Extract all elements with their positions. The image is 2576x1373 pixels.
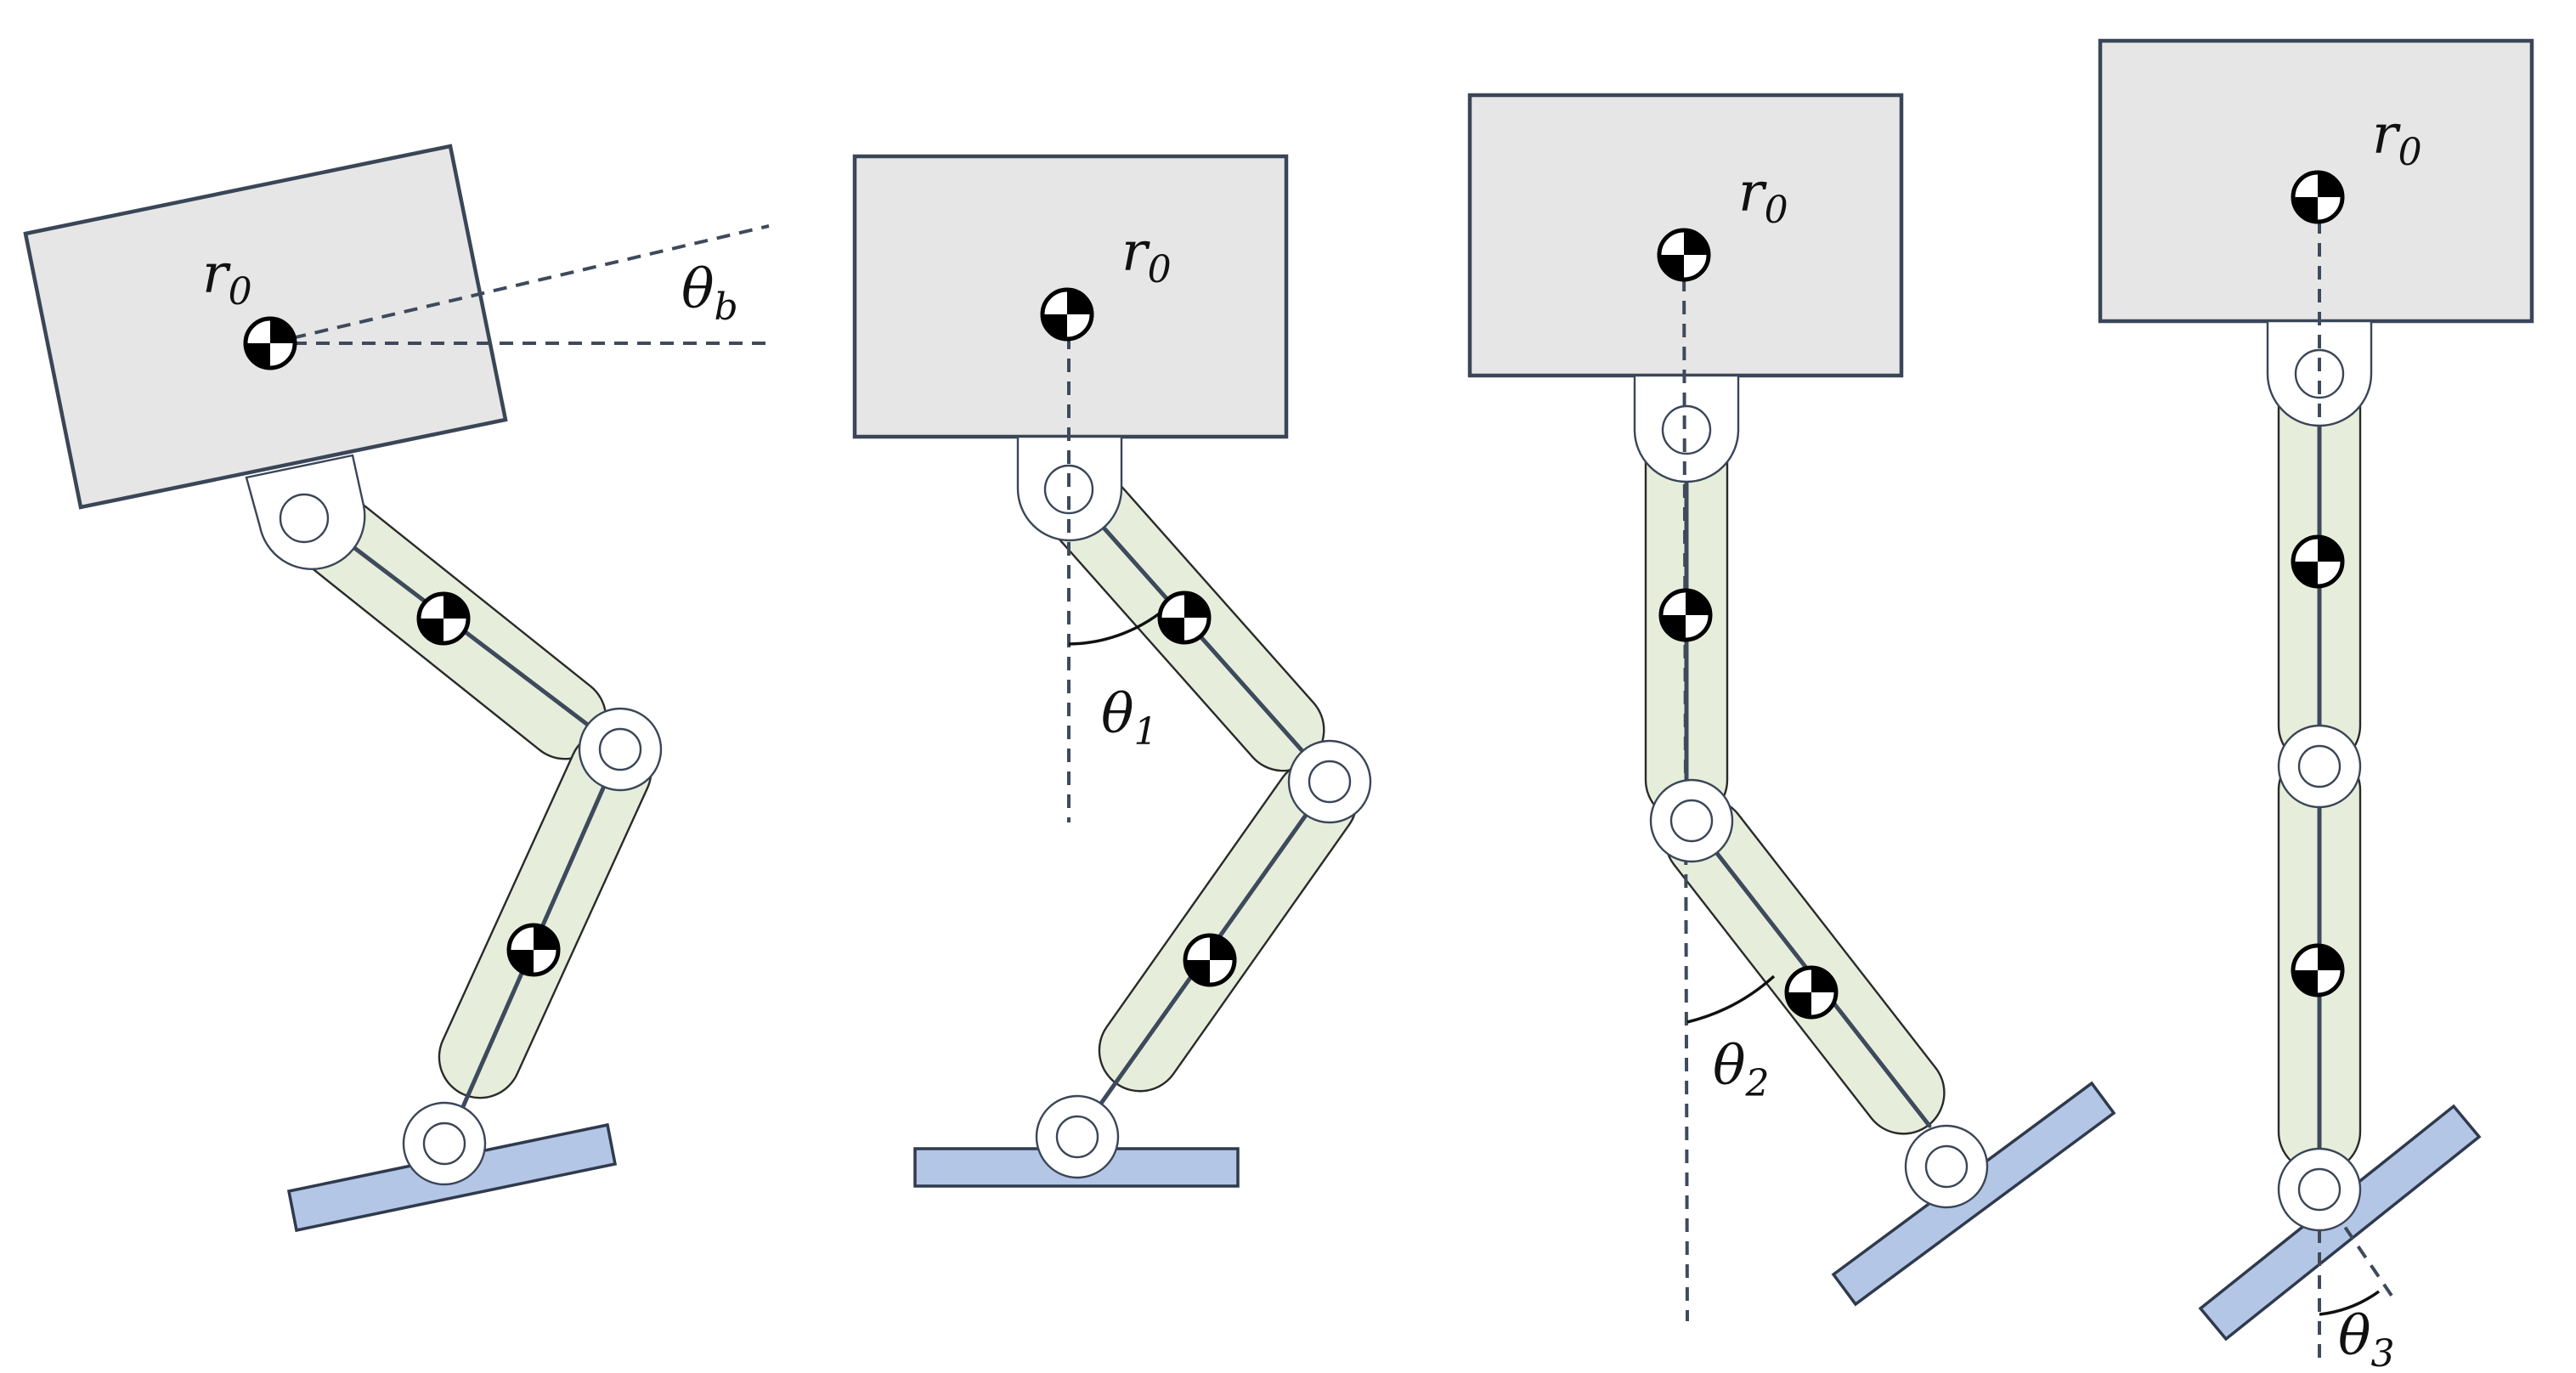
center-of-mass-icon: [2293, 946, 2342, 995]
body-heading-line: [269, 224, 770, 345]
knee-joint: [2277, 724, 2362, 809]
hip-joint: [279, 493, 330, 544]
center-of-mass-icon: [1042, 290, 1092, 339]
theta-3-label: θ3: [2338, 1305, 2395, 1373]
hip-joint: [1661, 404, 1712, 455]
center-of-mass-icon: [1787, 968, 1836, 1017]
center-of-mass-icon: [1185, 935, 1234, 985]
center-of-mass-icon: [2293, 172, 2342, 222]
panel-theta-1: r0 θ1: [852, 154, 1372, 1188]
hip-joint: [2294, 348, 2345, 399]
knee-joint: [578, 707, 663, 792]
center-of-mass-icon: [509, 925, 558, 975]
panel-theta-3: r0 θ3: [2098, 38, 2534, 1373]
center-of-mass-icon: [1659, 230, 1709, 280]
r0-label: r0: [1738, 161, 1788, 232]
theta-2-arc: [1686, 975, 1776, 1024]
r0-label: r0: [1121, 221, 1172, 291]
knee-joint: [1287, 739, 1372, 824]
panel-theta-2: r0 θ2: [1467, 93, 2116, 1322]
center-of-mass-icon: [2293, 537, 2342, 586]
ankle-joint: [2277, 1147, 2362, 1232]
r0-label: r0: [2372, 104, 2422, 174]
ankle-joint: [402, 1101, 487, 1186]
ankle-joint: [1035, 1094, 1120, 1179]
r0-label: r0: [202, 243, 252, 314]
ankle-joint: [1904, 1124, 1989, 1209]
theta-1-label: θ1: [1101, 683, 1158, 754]
theta-b-label: θb: [681, 258, 738, 329]
center-of-mass-icon: [419, 594, 468, 643]
hip-joint: [1043, 464, 1094, 515]
center-of-mass-icon: [1661, 590, 1710, 640]
center-of-mass-icon: [1160, 593, 1209, 642]
theta-2-label: θ2: [1713, 1035, 1770, 1105]
center-of-mass-icon: [246, 319, 295, 368]
theta-3-arc: [2319, 1290, 2381, 1316]
knee-joint: [1649, 778, 1734, 863]
panel-theta-b: r0 θb: [23, 144, 775, 1233]
